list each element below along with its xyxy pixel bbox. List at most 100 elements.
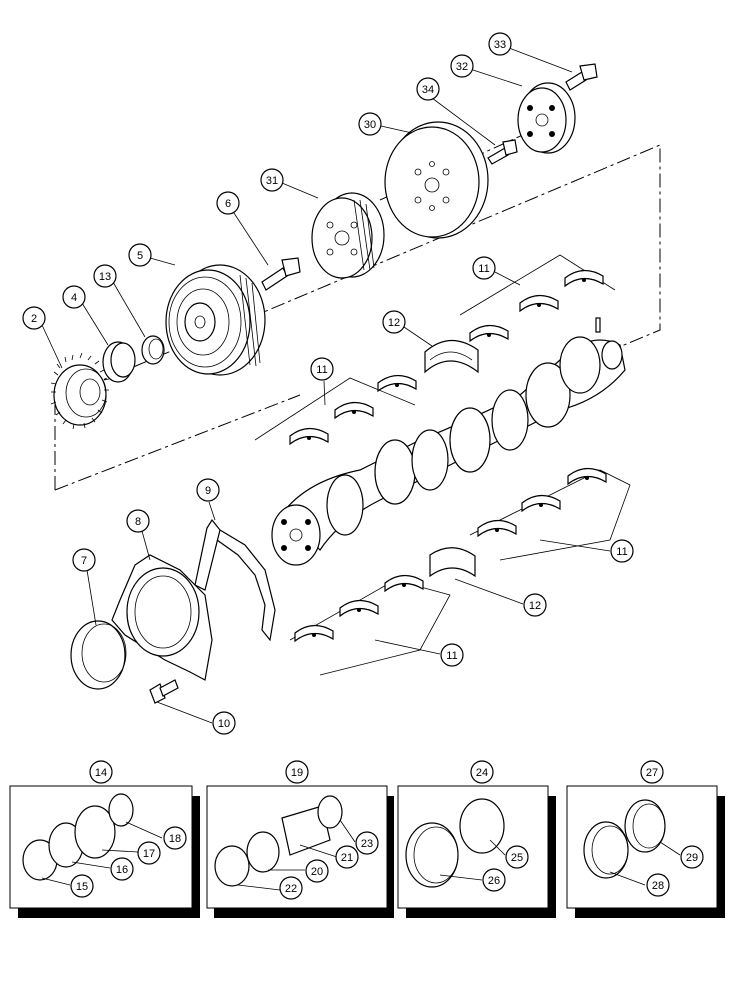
callout-27: 27 [640,760,664,784]
callout-28: 28 [646,873,670,897]
callout-24-text: 24 [476,767,488,779]
callout-11-bottom-text: 11 [446,650,457,662]
callout-22: 22 [279,876,303,900]
callout-31: 31 [260,168,284,192]
callout-27-text: 27 [646,767,658,779]
wear-ring-part [102,341,136,383]
callout-19-text: 19 [291,767,303,779]
callout-20-text: 20 [311,866,323,878]
callout-22-text: 22 [285,883,297,895]
leader-lines [41,47,611,724]
crankshaft-part [271,336,626,566]
callout-10: 10 [212,711,236,735]
callout-4-text: 4 [71,292,77,304]
damper-bolt-part [261,257,301,291]
callout-12-bottom-text: 12 [529,600,541,612]
callout-29: 29 [680,845,704,869]
rear-seal-housing-part [111,554,213,681]
detail-box-24 [397,785,556,918]
rear-gasket-part [194,518,276,642]
crank-gear-part [50,352,110,430]
callout-11-top: 11 [472,256,496,280]
callout-8: 8 [126,509,150,533]
callout-14-text: 14 [95,767,107,779]
callout-19: 19 [285,760,309,784]
callout-13-text: 13 [99,271,111,283]
upper-main-bearings-2 [254,374,417,445]
callout-25-text: 25 [511,852,523,864]
callout-5: 5 [128,243,152,267]
thrust-bearing-upper [424,339,479,374]
callout-34-text: 34 [422,84,434,96]
callout-11-mid-text: 11 [316,364,327,376]
callout-18: 18 [163,826,187,850]
hub-bolt-part [565,63,598,91]
callout-15: 15 [70,874,94,898]
callout-32-text: 32 [456,61,468,73]
callout-7-text: 7 [81,555,87,567]
front-seal-part [141,335,165,365]
upper-main-bearings [459,254,616,342]
callout-33-text: 33 [494,39,506,51]
callout-10-text: 10 [218,718,230,730]
callout-31-text: 31 [266,175,278,187]
callout-21: 21 [335,845,359,869]
callout-9: 9 [196,478,220,502]
damper-pulley-part [165,264,266,376]
callout-4: 4 [62,285,86,309]
detail-box-14 [9,785,200,918]
hub-part [517,82,576,154]
callout-32: 32 [450,54,474,78]
callout-2-text: 2 [31,313,37,325]
callout-8-text: 8 [135,516,141,528]
callout-16: 16 [110,857,134,881]
callout-24: 24 [470,760,494,784]
callout-25: 25 [505,845,529,869]
callout-29-text: 29 [686,852,698,864]
callout-30-text: 30 [364,119,376,131]
callout-23-text: 23 [361,838,373,850]
callout-30: 30 [358,112,382,136]
callout-26-text: 26 [488,875,500,887]
thrust-bearing-lower [429,547,476,578]
rear-seal-part [70,620,127,690]
callout-26: 26 [482,868,506,892]
lower-main-bearings-2 [289,574,451,676]
drive-plate-part [384,121,489,239]
plate-bolt-part [487,139,518,165]
callout-9-text: 9 [205,485,211,497]
callout-6: 6 [216,191,240,215]
callout-23: 23 [355,831,379,855]
callout-11-right: 11 [610,539,634,563]
callout-11-mid: 11 [310,357,334,381]
callout-6-text: 6 [225,198,231,210]
callout-11-top-text: 11 [478,263,489,275]
callout-20: 20 [305,859,329,883]
phantom-lines [54,117,661,491]
callout-28-text: 28 [652,880,664,892]
callout-18-text: 18 [169,833,181,845]
callout-5-text: 5 [137,250,143,262]
callout-13: 13 [93,264,117,288]
callout-2: 2 [22,306,46,330]
lower-main-bearings [469,467,631,561]
callout-11-right-text: 11 [616,546,627,558]
callout-21-text: 21 [341,852,353,864]
callout-12-top-text: 12 [388,317,400,329]
callout-34: 34 [416,77,440,101]
callout-17-text: 17 [143,848,155,860]
callout-12-bottom: 12 [523,593,547,617]
callout-15-text: 15 [76,881,88,893]
callout-14: 14 [89,760,113,784]
pulley-part [311,192,385,279]
callout-12-top: 12 [382,310,406,334]
callout-11-bottom: 11 [440,643,464,667]
callout-33: 33 [488,32,512,56]
callouts: 2 4 13 5 6 31 30 34 32 33 11 12 11 9 8 7… [22,32,704,900]
callout-7: 7 [72,548,96,572]
housing-bolt-part [149,679,179,704]
callout-16-text: 16 [116,864,128,876]
callout-17: 17 [137,841,161,865]
